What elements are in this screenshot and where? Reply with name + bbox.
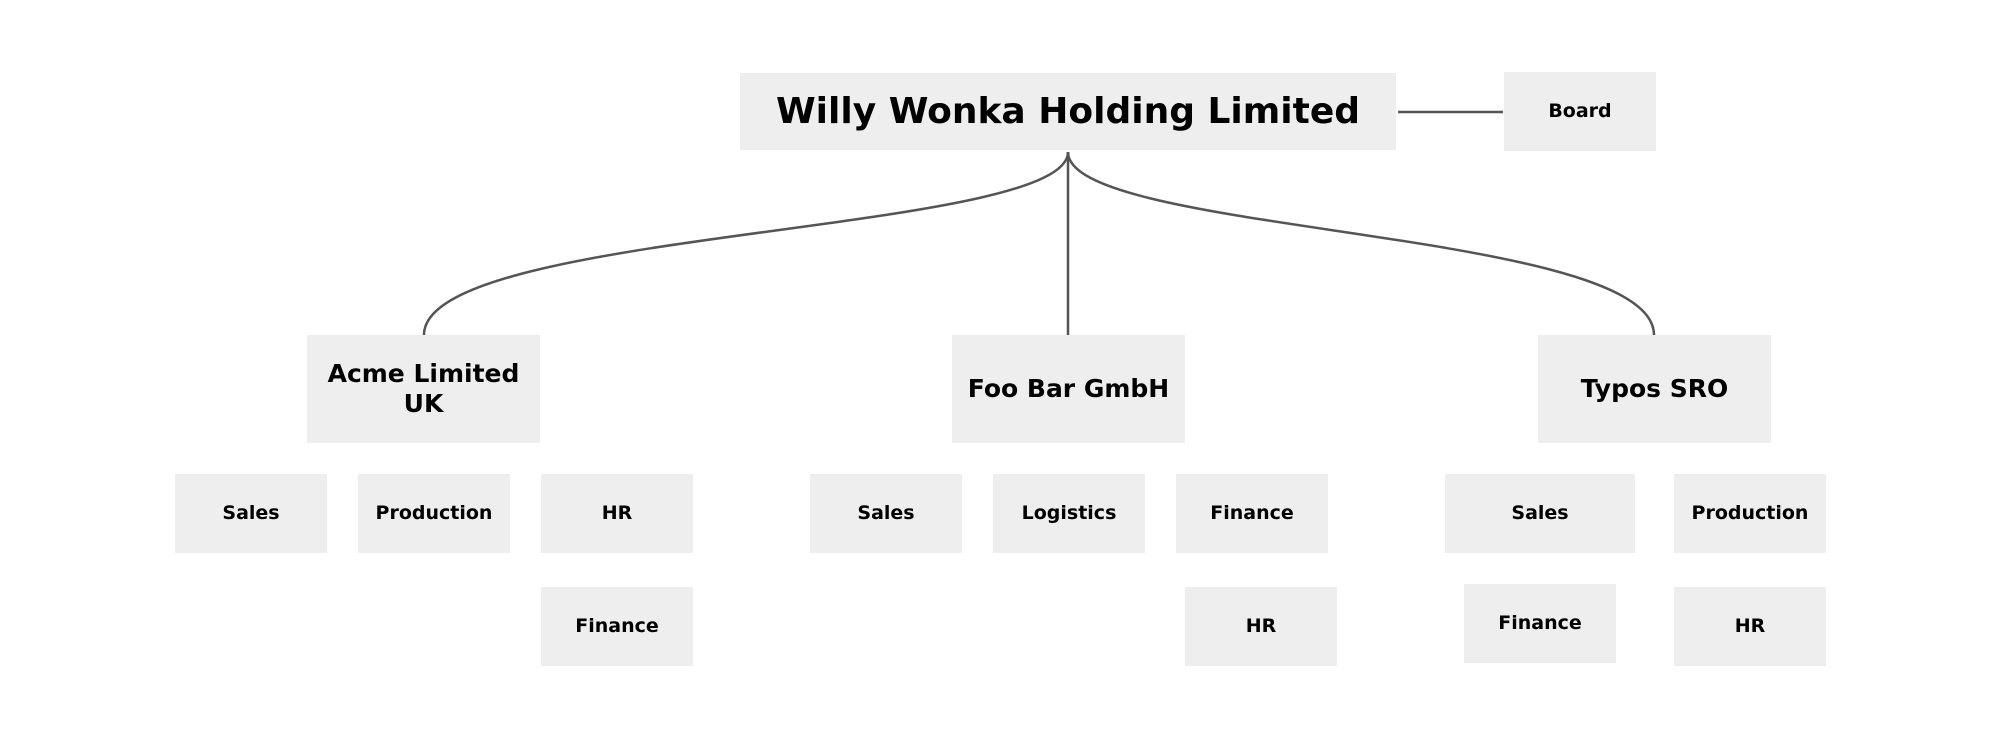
department-label: Sales <box>857 502 915 525</box>
department-node[interactable]: Finance <box>541 587 693 666</box>
department-node[interactable]: HR <box>1674 587 1826 666</box>
department-label: HR <box>1245 615 1277 638</box>
department-node[interactable]: Finance <box>1464 584 1616 663</box>
company-label: Typos SRO <box>1580 374 1729 403</box>
connector-root-company-3 <box>1066 151 1656 336</box>
department-label: Finance <box>1498 612 1582 635</box>
department-node[interactable]: Sales <box>1445 474 1635 553</box>
root-company-label: Willy Wonka Holding Limited <box>775 90 1361 132</box>
department-node[interactable]: Production <box>1674 474 1826 553</box>
department-label: Sales <box>1511 502 1569 525</box>
company-node-foo-bar[interactable]: Foo Bar GmbH <box>952 335 1185 443</box>
board-label: Board <box>1548 100 1612 123</box>
department-node[interactable]: Logistics <box>993 474 1145 553</box>
department-node[interactable]: Production <box>358 474 510 553</box>
board-node[interactable]: Board <box>1504 72 1656 151</box>
department-node[interactable]: Sales <box>175 474 327 553</box>
company-node-acme[interactable]: Acme Limited UK <box>307 335 540 443</box>
department-label: Production <box>1691 502 1809 525</box>
department-label: Sales <box>222 502 280 525</box>
company-node-typos[interactable]: Typos SRO <box>1538 335 1771 443</box>
department-node[interactable]: Sales <box>810 474 962 553</box>
department-label: Finance <box>1210 502 1294 525</box>
department-label: Finance <box>575 615 659 638</box>
department-label: HR <box>1734 615 1766 638</box>
department-label: Production <box>375 502 493 525</box>
company-label: Acme Limited UK <box>327 359 520 418</box>
department-node[interactable]: Finance <box>1176 474 1328 553</box>
company-label: Foo Bar GmbH <box>967 374 1170 403</box>
connector-root-company-1 <box>422 151 1070 336</box>
department-label: Logistics <box>1021 502 1117 525</box>
department-node[interactable]: HR <box>541 474 693 553</box>
department-label: HR <box>601 502 633 525</box>
root-company-node[interactable]: Willy Wonka Holding Limited <box>740 73 1396 150</box>
department-node[interactable]: HR <box>1185 587 1337 666</box>
